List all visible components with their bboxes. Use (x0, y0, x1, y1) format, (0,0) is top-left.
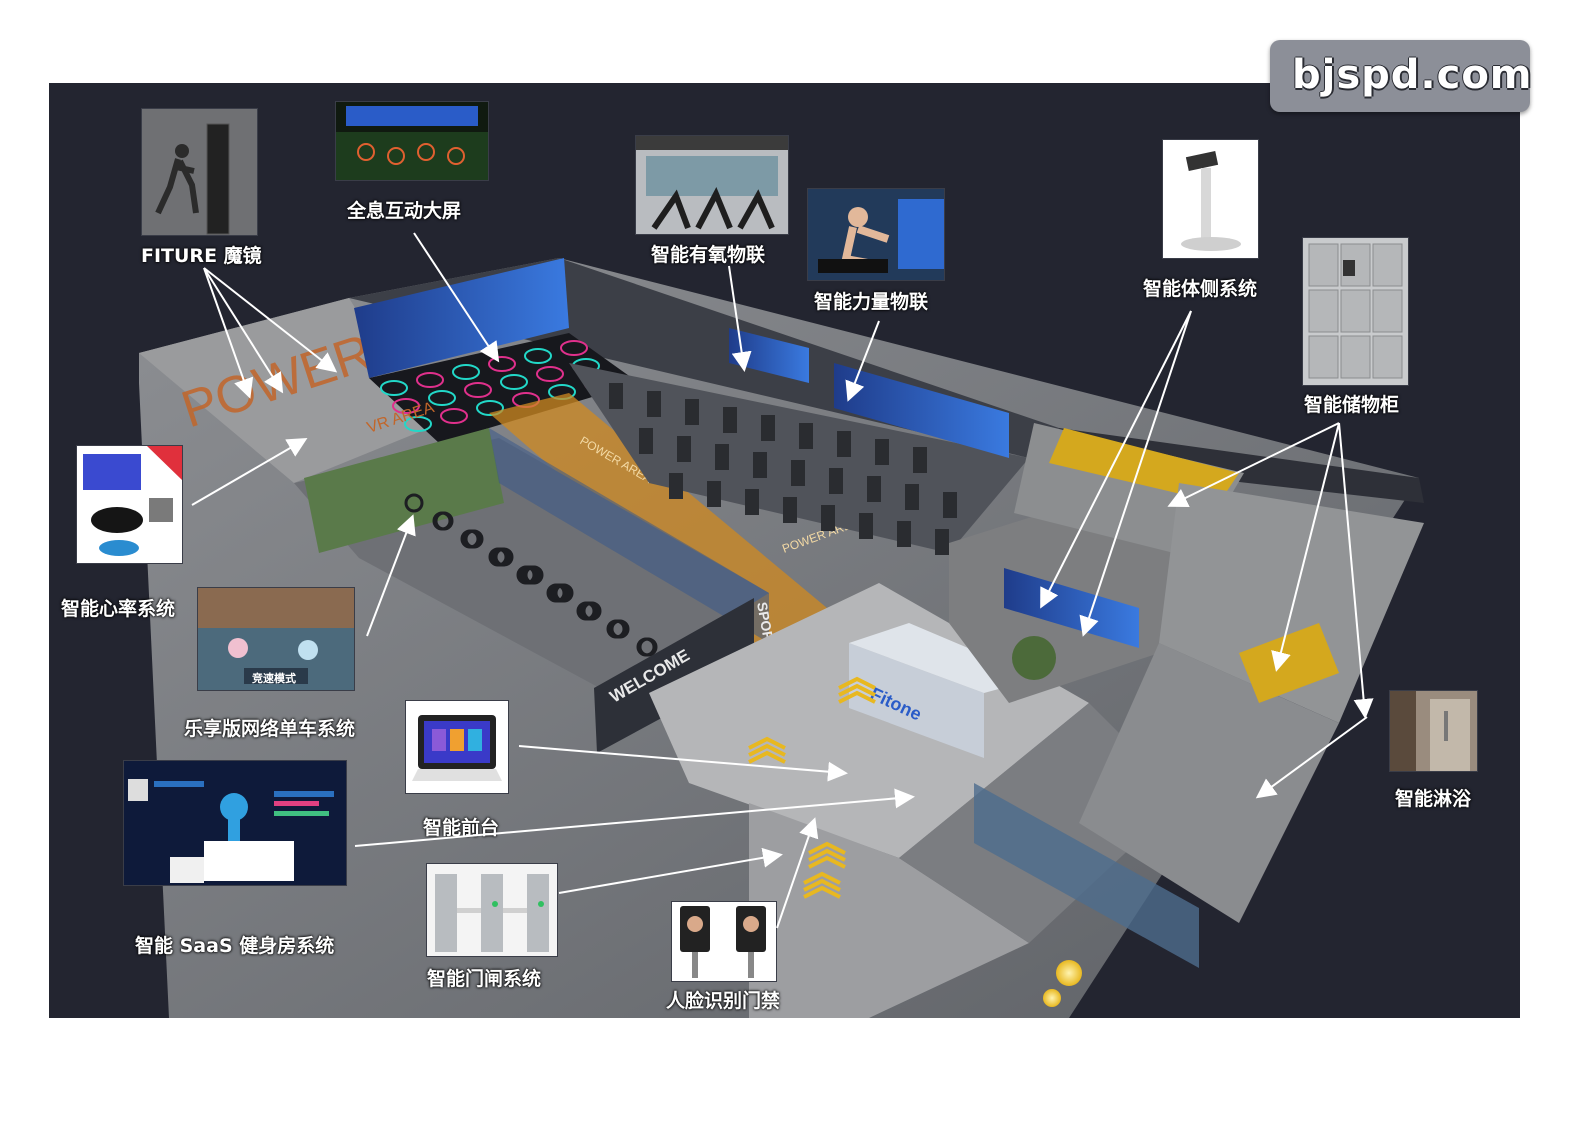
vr-area-floor (369, 333, 639, 443)
vr-ring (428, 390, 456, 406)
fitness-machine (829, 468, 843, 494)
vr-ring (500, 374, 528, 390)
front-desk (849, 643, 984, 758)
yellow-pylon (1043, 989, 1061, 1007)
cycling-studio-screen (304, 428, 504, 553)
spin-bike (606, 619, 626, 639)
locker-photo (1302, 237, 1409, 386)
fitness-machine (685, 399, 699, 425)
fitness-machine (783, 497, 797, 523)
fitness-machine (913, 447, 927, 473)
label-strength: 智能力量物联 (814, 291, 929, 313)
face-recognition-photo (671, 901, 777, 982)
floor-chevron (808, 848, 846, 862)
yellow-pylon (1056, 960, 1082, 986)
fitness-machine (799, 423, 813, 449)
label-aerobic: 智能有氧物联 (651, 244, 766, 266)
fitness-machine (669, 473, 683, 499)
label-bike-system: 乐享版网络单车系统 (184, 718, 356, 740)
vr-neon-circles (380, 340, 612, 432)
watermark-text: bjspd.com (1292, 52, 1533, 98)
spin-bike (546, 583, 566, 603)
body-test-photo (1162, 139, 1259, 259)
spin-bike (516, 565, 536, 585)
label-body-test: 智能体侧系统 (1143, 278, 1258, 300)
fitness-machine (745, 489, 759, 515)
fitness-machine (935, 529, 949, 555)
vr-ring (524, 348, 552, 364)
heart-rate-photo (76, 445, 183, 564)
fitness-machine (647, 391, 661, 417)
fitness-machine (761, 415, 775, 441)
vr-ring (440, 408, 468, 424)
label-holo-screen: 全息互动大屏 (347, 200, 462, 222)
fitness-machine (837, 431, 851, 457)
vr-ring (464, 382, 492, 398)
floor-chevron (748, 736, 786, 750)
watermark-badge: bjspd.com (1270, 40, 1533, 112)
spin-bike (636, 637, 656, 657)
aerobic-screens (729, 328, 809, 383)
label-saas: 智能 SaaS 健身房系统 (135, 935, 335, 957)
spin-bike (488, 547, 508, 567)
label-fiture-mirror: FITURE 魔镜 (141, 245, 262, 267)
fiture-mirror-photo (141, 108, 258, 236)
saas-system-photo (123, 760, 347, 886)
fitness-machine (753, 452, 767, 478)
gate-photo (426, 863, 558, 957)
gym-window (974, 783, 1199, 968)
diagram-panel: POWER VR AREA POWER AREA POWER AREA WELC… (49, 83, 1520, 1018)
spin-bike (460, 529, 480, 549)
label-face: 人脸识别门禁 (666, 990, 781, 1012)
spin-bike (404, 493, 424, 513)
vr-ring (416, 372, 444, 388)
plant (1012, 636, 1056, 680)
fitness-machine (875, 439, 889, 465)
vr-ring (380, 380, 408, 396)
shower-room-2 (1079, 643, 1339, 923)
strength-photo (807, 188, 945, 281)
fitness-machine (791, 460, 805, 486)
fitness-machine (609, 383, 623, 409)
aerobic-photo (635, 135, 789, 235)
label-gate: 智能门闸系统 (427, 968, 542, 990)
label-heart-rate: 智能心率系统 (61, 598, 176, 620)
shower-photo (1389, 690, 1478, 772)
label-locker: 智能储物柜 (1304, 394, 1400, 416)
fitness-machines (609, 383, 987, 563)
bike-system-photo: 竞速模式 (197, 587, 355, 691)
floor-chevron (838, 690, 876, 704)
fitness-machine (897, 521, 911, 547)
vr-ring (536, 366, 564, 382)
label-front-desk: 智能前台 (423, 817, 500, 839)
fitness-machine (715, 444, 729, 470)
floor-chevron (838, 676, 876, 690)
floor-chevron (808, 855, 846, 869)
vr-ring (404, 416, 432, 432)
floor-chevron (838, 683, 876, 697)
label-shower: 智能淋浴 (1395, 788, 1472, 810)
vr-ring (560, 340, 588, 356)
fitness-machine (639, 428, 653, 454)
fitness-machine (943, 492, 957, 518)
bike-mode-text: 竞速模式 (252, 672, 296, 685)
vr-ring (488, 356, 516, 372)
orange-walkway (489, 393, 869, 673)
front-desk-photo (405, 700, 509, 794)
vr-ring (452, 364, 480, 380)
vr-ring (476, 400, 504, 416)
fitness-machine (677, 436, 691, 462)
fitness-machine (707, 481, 721, 507)
fitness-machine (723, 407, 737, 433)
spin-bike (576, 601, 596, 621)
fitness-machine (821, 505, 835, 531)
studio-glass-wall (489, 428, 769, 643)
vr-ring (392, 398, 420, 414)
fitness-machine (905, 484, 919, 510)
fitness-machine (867, 476, 881, 502)
welcome-wall (594, 598, 754, 753)
holo-screen-photo (335, 101, 489, 181)
spin-bike (432, 511, 452, 531)
fitness-machine (859, 513, 873, 539)
